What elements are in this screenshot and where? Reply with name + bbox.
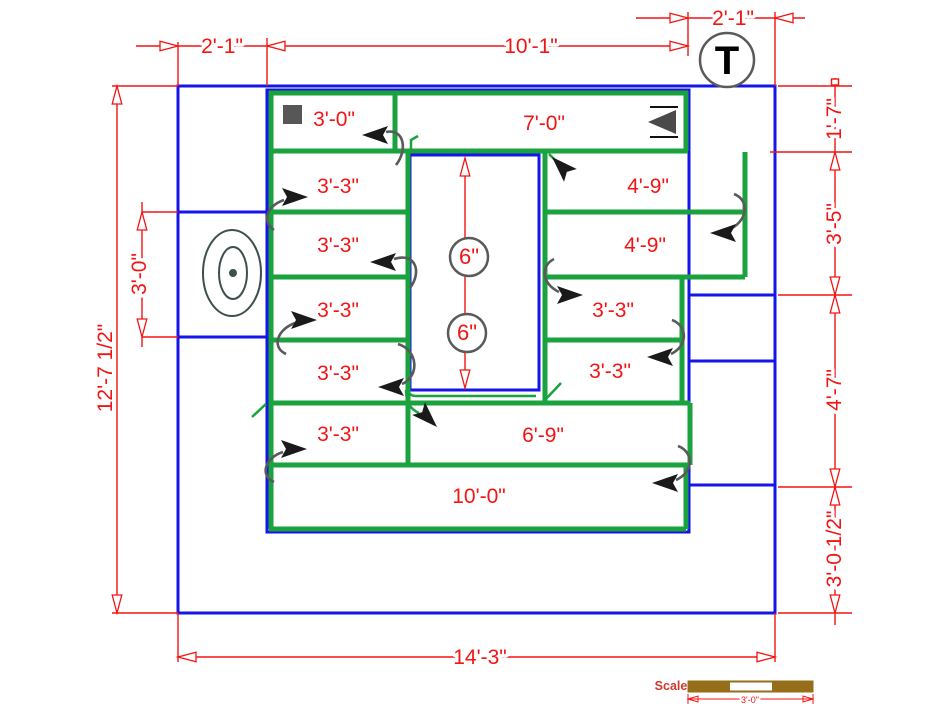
cell-label: 10'-0" xyxy=(452,485,506,508)
dim-open-arrow xyxy=(829,276,841,298)
cell-label: 3'-3" xyxy=(317,423,359,446)
leader-arc xyxy=(675,444,692,482)
direction-arrow xyxy=(552,157,577,182)
dim-open-arrow xyxy=(829,594,841,616)
cell-label: 6'-9" xyxy=(522,424,564,447)
dim-open-arrow xyxy=(772,12,794,24)
direction-arrow xyxy=(652,474,678,492)
hole-marker-2: 6" xyxy=(446,312,488,354)
tag-circle xyxy=(698,31,756,89)
dim-open-arrow xyxy=(175,651,197,663)
dim-open-arrow xyxy=(459,155,471,177)
target-center-dot xyxy=(229,269,237,277)
dimension-label: 3'-0 1/2" xyxy=(823,511,846,588)
direction-arrow xyxy=(647,348,673,366)
dim-open-arrow xyxy=(829,149,841,171)
direction-arrow xyxy=(282,188,308,206)
diagonal-tick xyxy=(544,382,562,401)
hole-label: 6" xyxy=(459,244,479,269)
framing-members xyxy=(268,90,748,532)
direction-arrow xyxy=(370,253,396,271)
dim-open-arrow xyxy=(111,83,123,105)
leader-arrows xyxy=(281,126,736,492)
dim-open-arrow xyxy=(669,40,691,52)
direction-arrow xyxy=(362,126,388,144)
leader-arc xyxy=(265,198,285,232)
tag-letter: T xyxy=(715,39,739,83)
leader-arcs xyxy=(264,130,746,484)
dimension-label: 12'-7 1/2" xyxy=(94,324,117,413)
dim-open-arrow xyxy=(459,369,471,391)
dim-open-arrow xyxy=(756,651,778,663)
dimension-label: 4'-7" xyxy=(823,369,846,411)
direction-arrow xyxy=(710,224,736,242)
dim-open-arrow xyxy=(829,484,841,506)
break-mark xyxy=(409,134,419,150)
dimension-label: 2'-1" xyxy=(712,7,754,30)
scale-bar-label: Scale xyxy=(655,679,688,693)
hole-circle xyxy=(448,236,490,278)
direction-arrow xyxy=(378,378,404,396)
dimension-label: 1'-7" xyxy=(823,98,846,140)
dim-open-arrow xyxy=(829,468,841,490)
inner-deck-rect xyxy=(265,88,691,534)
dim-open-arrow xyxy=(829,292,841,314)
cell-label: 3'-3" xyxy=(317,362,359,385)
target-inner-ring xyxy=(218,246,248,300)
hole-label: 6" xyxy=(457,320,477,345)
dim-open-arrow xyxy=(669,12,691,24)
dimension-label: 2'-1" xyxy=(201,35,243,58)
cell-label: 3'-3" xyxy=(317,175,359,198)
post-square-icon xyxy=(283,105,302,124)
dimension-label: 3'-5" xyxy=(823,203,846,245)
leader-arc xyxy=(393,256,418,289)
leader-arc xyxy=(264,450,284,484)
wall-outlines xyxy=(176,84,777,615)
direction-arrow xyxy=(412,402,437,427)
scale-bar: Scale 3'-0" xyxy=(655,679,814,707)
cell-label: 3'-3" xyxy=(589,360,631,383)
direction-arrow xyxy=(557,286,583,304)
leader-arc xyxy=(397,342,416,386)
dimension-arrowheads xyxy=(111,12,841,703)
cell-label: 3'-3" xyxy=(317,299,359,322)
dim-open-arrow xyxy=(136,209,148,231)
dimension-label: 3'-0" xyxy=(128,253,151,295)
diagonal-tick xyxy=(251,403,267,418)
tag-marker: T xyxy=(698,31,756,89)
leader-hook xyxy=(404,389,420,415)
leader-arc xyxy=(276,321,296,356)
dim-open-arrow xyxy=(111,594,123,616)
target-outer-ring xyxy=(202,229,262,317)
section-valve-icon xyxy=(648,106,678,138)
cell-label: 3'-3" xyxy=(592,299,634,322)
cell-label: 3'-3" xyxy=(317,234,359,257)
outer-wall-rect xyxy=(176,84,777,615)
ellipse-target-symbol xyxy=(202,229,262,317)
hole-marker-1: 6" xyxy=(448,236,490,278)
dimension-label: 14'-3" xyxy=(453,646,507,669)
cell-label: 3'-0" xyxy=(313,108,355,131)
dim-open-arrow xyxy=(264,40,286,52)
dim-open-arrow xyxy=(136,318,148,340)
hole-circle xyxy=(446,312,488,354)
leader-arc xyxy=(543,257,560,294)
leader-arc xyxy=(385,130,405,166)
direction-arrow xyxy=(291,311,317,329)
cell-label: 7'-0" xyxy=(523,112,565,135)
direction-arrow xyxy=(281,440,307,458)
dimension-label: 10'-1" xyxy=(504,35,558,58)
cell-label: 4'-9" xyxy=(624,234,666,257)
symbols: T 6" 6" xyxy=(283,31,756,354)
leader-arc xyxy=(670,318,686,356)
ledger-thin-line xyxy=(406,387,536,398)
dim-open-arrow xyxy=(159,40,181,52)
dimension-labels: 2'-1" 10'-1" 2'-1" 14'-3" 12'-7 1/2" 3'-0" 1'-… xyxy=(91,4,850,673)
scale-bar-middle-segment xyxy=(730,682,772,691)
cell-label: 4'-9" xyxy=(627,175,669,198)
scale-bar-dimension: 3'-0" xyxy=(741,695,759,705)
chain-origin-tick xyxy=(830,78,840,86)
